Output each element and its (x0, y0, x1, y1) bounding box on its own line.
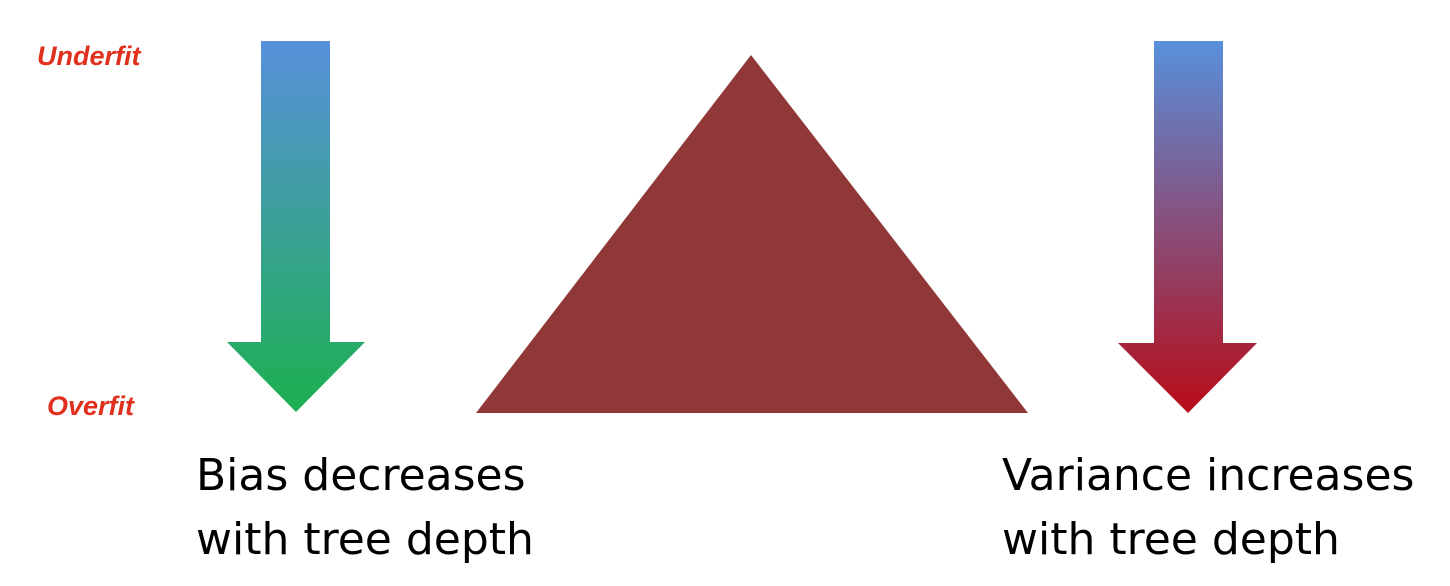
variance-caption-line-2: with tree depth (1002, 514, 1340, 565)
bias-caption: Bias decreases with tree depth (196, 444, 534, 572)
variance-caption-line-1: Variance increases (1002, 450, 1415, 501)
variance-caption: Variance increases with tree depth (1002, 444, 1414, 572)
overfit-label: Overfit (47, 391, 135, 421)
tree-triangle (476, 55, 1028, 413)
variance-down-arrow (1118, 41, 1257, 413)
bias-caption-line-2: with tree depth (196, 514, 534, 565)
underfit-label: Underfit (37, 41, 141, 71)
bias-caption-line-1: Bias decreases (196, 450, 526, 501)
bias-down-arrow (227, 41, 365, 412)
